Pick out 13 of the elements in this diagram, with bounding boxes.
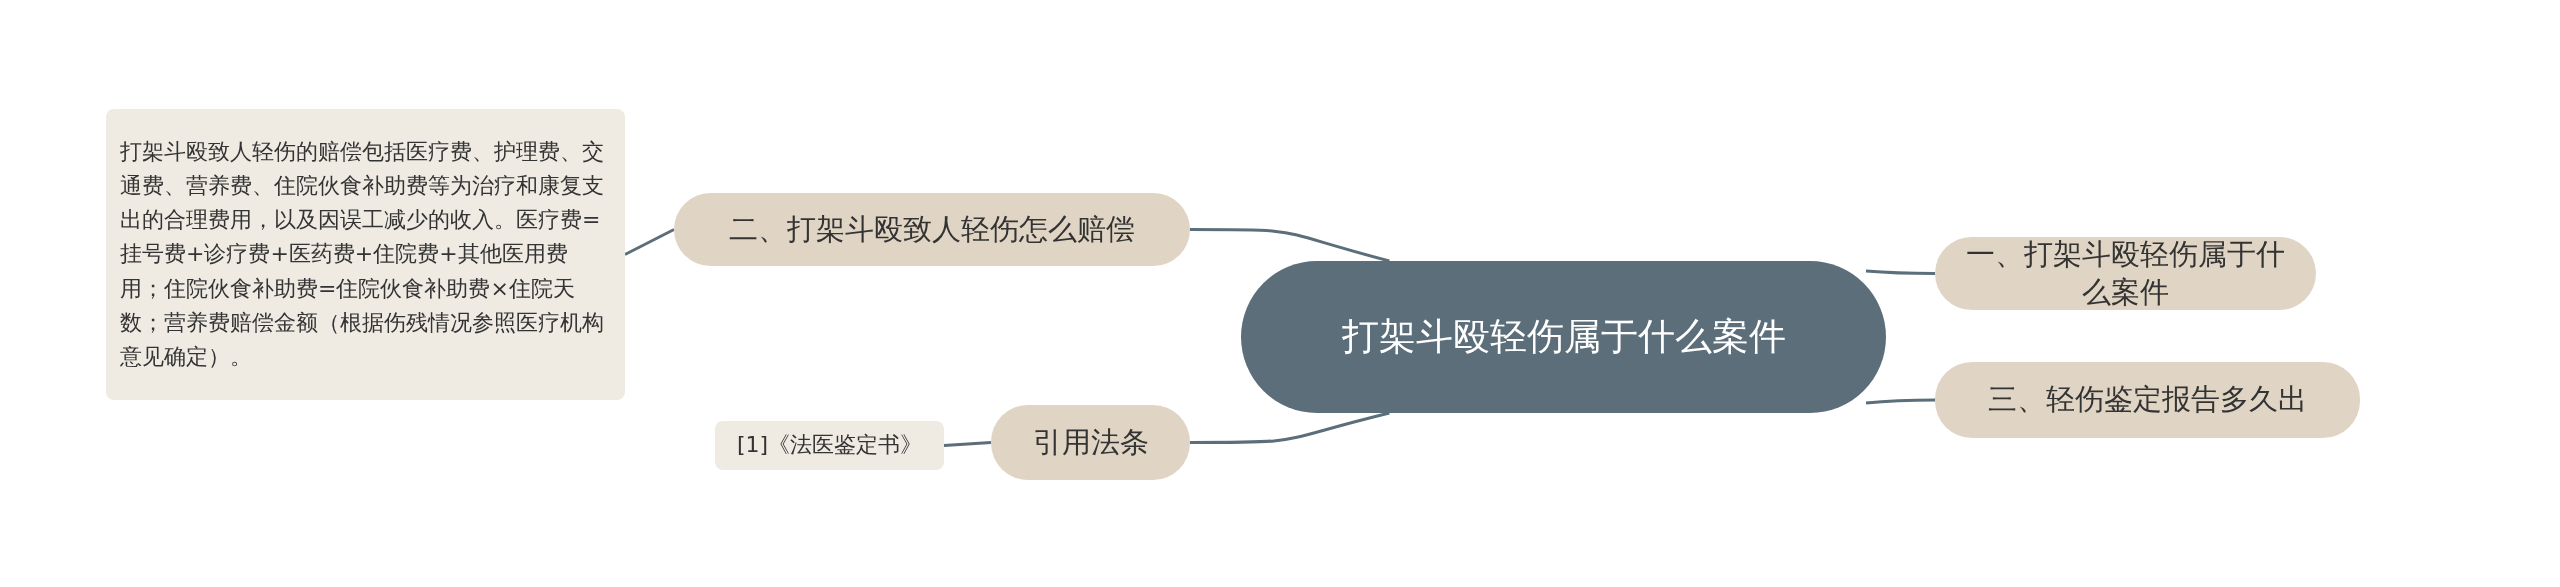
branch-box: 引用法条 — [991, 405, 1190, 480]
connector-line — [1865, 398, 1935, 405]
connector-line — [1190, 228, 1390, 263]
note-box: 打架斗殴致人轻伤的赔偿包括医疗费、护理费、交通费、营养费、住院伙食补助费等为治疗和康复支出的合理费用，以及因误工减少的收入。医疗费=挂号费+诊疗费+医药费+住院费+其他医用费用；住院伙食补助费=住院伙食补助费×住院天数；营养费赔偿金额（根据伤残情况参照医疗机构意见确定）。 — [106, 109, 625, 400]
connector-line — [624, 228, 675, 256]
branch-box: 二、打架斗殴致人轻伤怎么赔偿 — [674, 193, 1190, 266]
note-box: [1]《法医鉴定书》 — [715, 421, 944, 470]
connector-line — [1190, 411, 1390, 444]
connector-line — [1865, 269, 1935, 275]
connector-line — [943, 441, 992, 447]
branch-box: 三、轻伤鉴定报告多久出 — [1935, 362, 2360, 438]
topic-box: 打架斗殴轻伤属于什么案件 — [1241, 261, 1886, 413]
branch-box: 一、打架斗殴轻伤属于什么案件 — [1935, 237, 2316, 310]
